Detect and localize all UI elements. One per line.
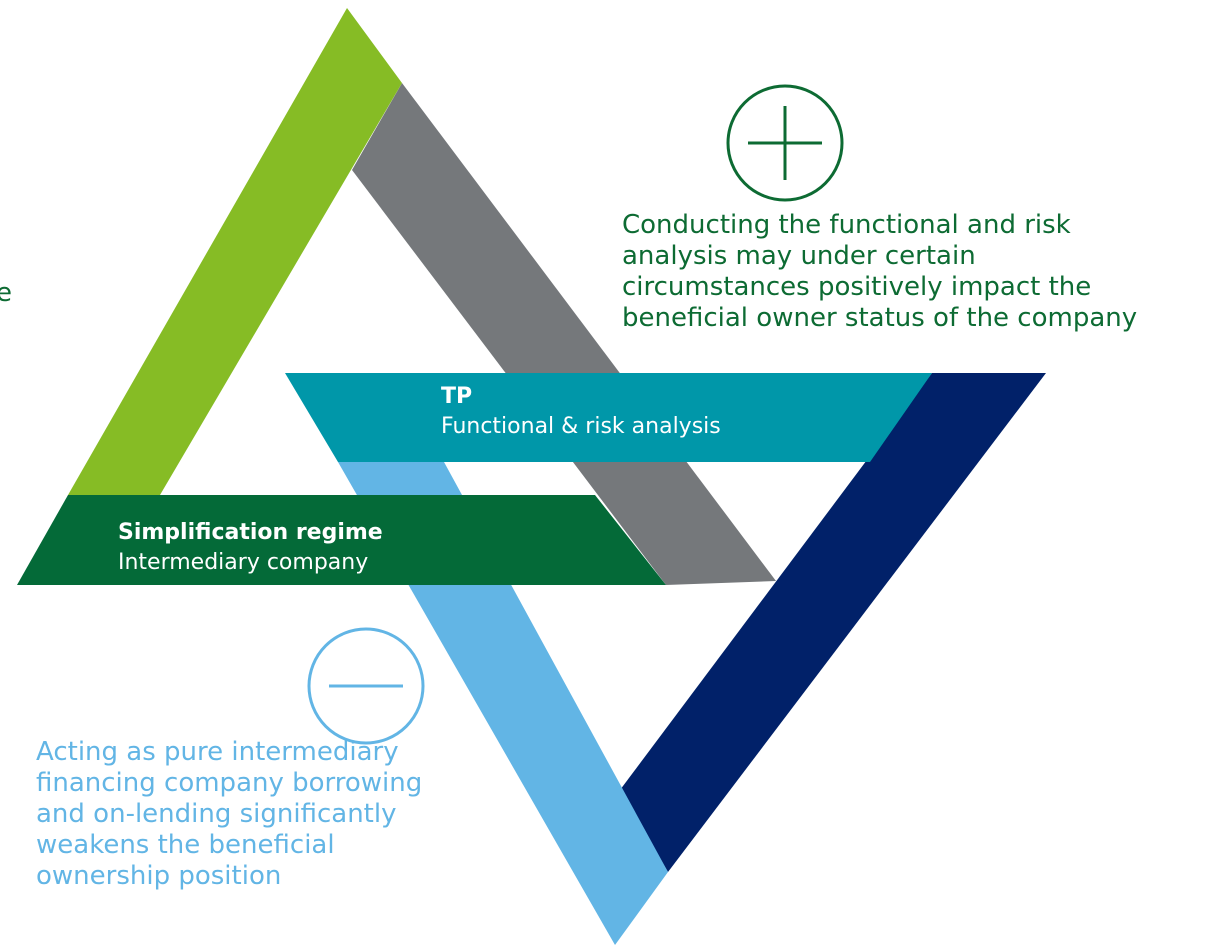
clipped-text-fragment: e xyxy=(0,278,12,308)
negative-note-line: financing company borrowing xyxy=(36,768,423,798)
positive-note-line: analysis may under certain xyxy=(622,241,976,271)
navy-arm xyxy=(620,373,1046,872)
simplification-band-title: Simplification regime xyxy=(118,520,383,545)
positive-note-line: Conducting the functional and risk xyxy=(622,210,1071,240)
tp-band-label: TP Functional & risk analysis xyxy=(441,382,721,442)
positive-note-line: circumstances positively impact the xyxy=(622,272,1092,302)
simplification-band-label: Simplification regime Intermediary compa… xyxy=(118,518,383,578)
negative-note-line: Acting as pure intermediary xyxy=(36,737,399,767)
negative-note-line: and on-lending significantly xyxy=(36,799,397,829)
positive-note-line: beneficial owner status of the company xyxy=(622,303,1138,333)
minus-circle-icon xyxy=(307,627,425,745)
plus-circle-icon xyxy=(726,84,844,202)
tp-band xyxy=(285,373,932,462)
simplification-band xyxy=(17,495,666,585)
positive-impact-note: Conducting the functional and risk analy… xyxy=(622,210,1137,334)
tp-band-subtitle: Functional & risk analysis xyxy=(441,414,721,439)
light-green-arm xyxy=(68,8,402,495)
simplification-band-subtitle: Intermediary company xyxy=(118,550,369,575)
tp-band-title: TP xyxy=(441,384,473,409)
negative-note-line: weakens the beneficial xyxy=(36,830,335,860)
negative-impact-note: Acting as pure intermediary financing co… xyxy=(36,737,422,892)
negative-note-line: ownership position xyxy=(36,861,282,891)
